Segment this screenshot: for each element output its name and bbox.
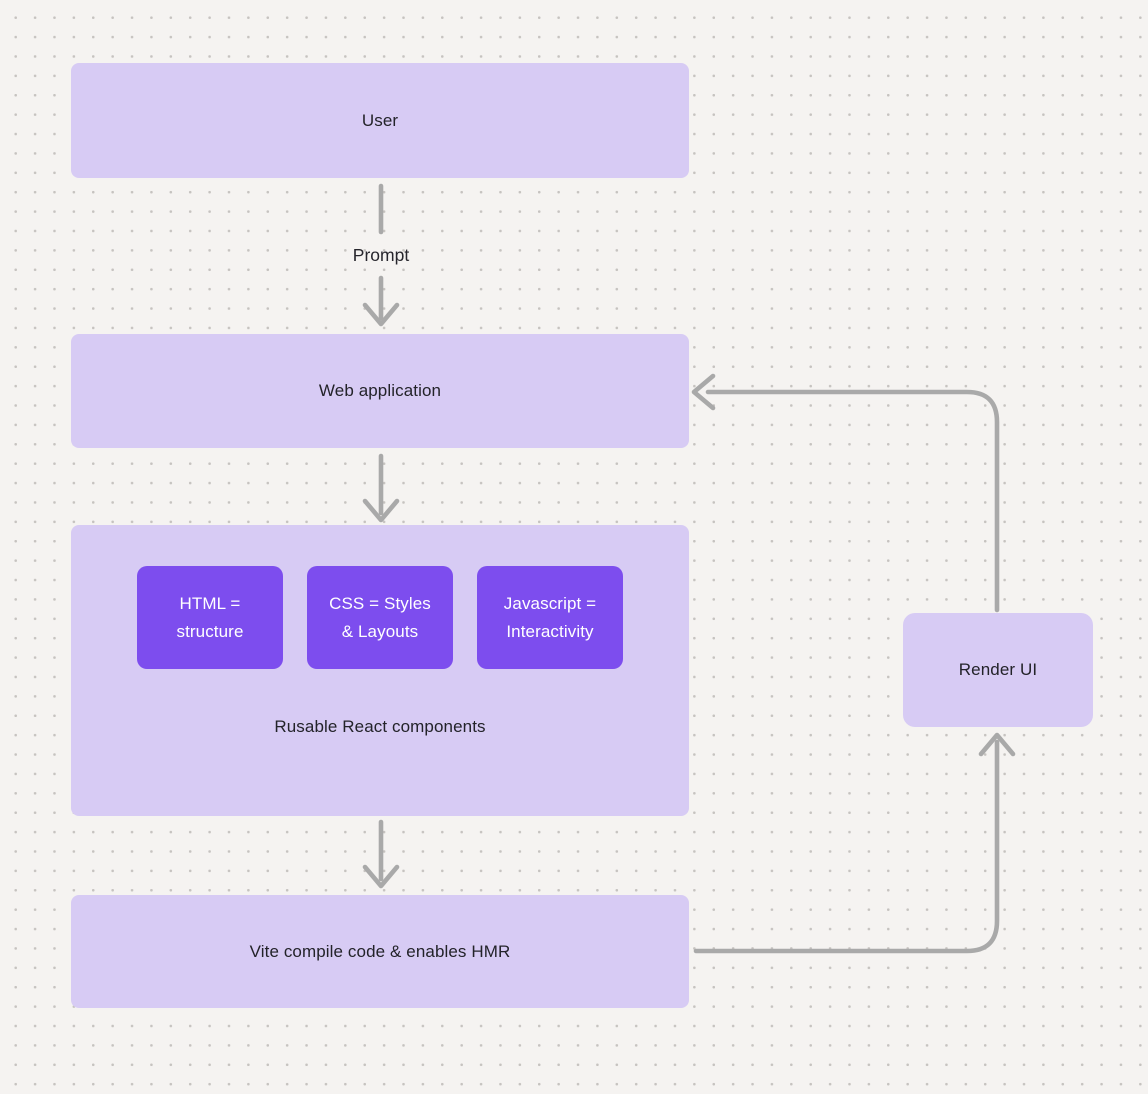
chip-javascript-label: Javascript = Interactivity bbox=[503, 593, 597, 641]
node-vite-label: Vite compile code & enables HMR bbox=[249, 941, 511, 961]
chip-javascript[interactable]: Javascript = Interactivity bbox=[477, 566, 623, 669]
components-group-caption: Rusable React components bbox=[274, 717, 486, 736]
chip-css-label: CSS = Styles & Layouts bbox=[329, 593, 431, 641]
edge-renderui-to-webapp bbox=[705, 389, 1000, 613]
edge-vite-to-renderui bbox=[693, 739, 1000, 954]
arrow-up-icon bbox=[978, 732, 1016, 757]
arrow-left-icon bbox=[691, 373, 716, 411]
node-web-application-label: Web application bbox=[318, 381, 442, 400]
chip-html[interactable]: HTML = structure bbox=[137, 566, 283, 669]
chip-html-label: HTML = structure bbox=[176, 593, 244, 641]
chip-css[interactable]: CSS = Styles & Layouts bbox=[307, 566, 453, 669]
node-components-group[interactable]: HTML = structure CSS = Styles & Layouts … bbox=[71, 525, 689, 816]
edge-prompt-label: Prompt bbox=[352, 245, 410, 265]
node-vite[interactable]: Vite compile code & enables HMR bbox=[71, 895, 689, 1008]
node-render-ui[interactable]: Render UI bbox=[903, 613, 1093, 727]
arrow-down-icon bbox=[362, 498, 400, 523]
arrow-down-icon bbox=[362, 864, 400, 889]
node-user-label: User bbox=[361, 110, 399, 130]
node-user[interactable]: User bbox=[71, 63, 689, 178]
arrow-down-icon bbox=[362, 302, 400, 327]
node-render-ui-label: Render UI bbox=[958, 660, 1038, 679]
node-web-application[interactable]: Web application bbox=[71, 334, 689, 448]
